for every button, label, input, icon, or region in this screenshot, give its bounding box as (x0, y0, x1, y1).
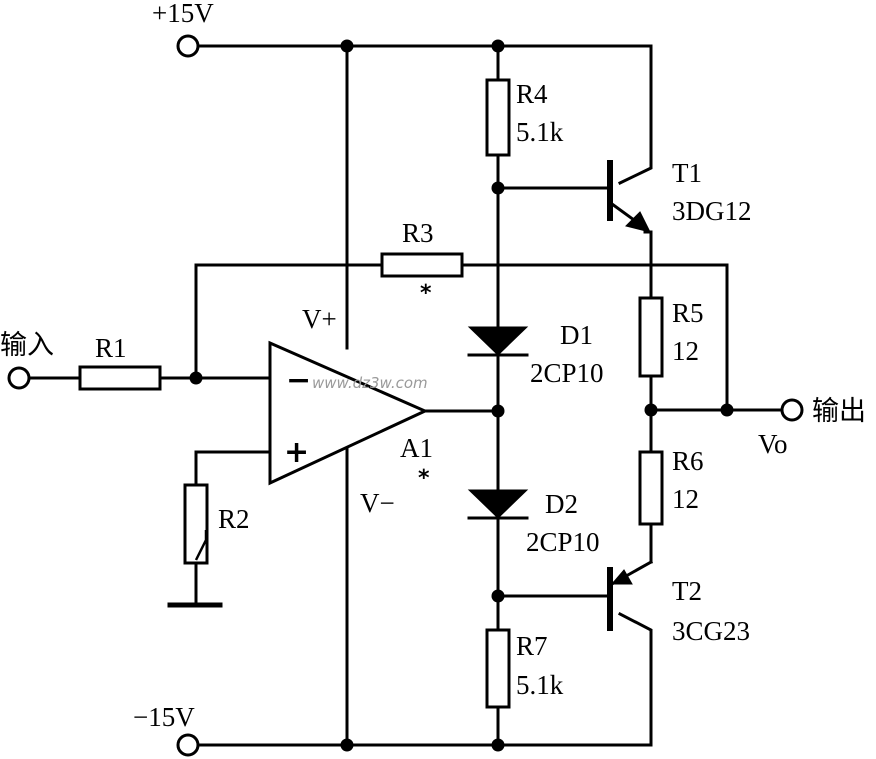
input-label: 输入 (0, 330, 54, 360)
r5-value: 12 (672, 336, 699, 366)
t2-type: 3CG23 (672, 616, 750, 646)
opamp-inverting-sign: − (286, 363, 311, 398)
r7-value: 5.1k (516, 670, 564, 700)
d2-label: D2 (545, 489, 578, 519)
opamp-vminus-label: V− (360, 488, 395, 518)
output-voltage-label: Vo (758, 429, 788, 459)
resistor-r4 (485, 78, 511, 157)
resistor-r1 (78, 365, 162, 391)
input-terminal (7, 366, 31, 390)
opamp-vplus-label: V+ (302, 304, 337, 334)
r3-marker: * (420, 281, 432, 306)
diode-d2 (467, 489, 529, 520)
d1-type: 2CP10 (530, 358, 604, 388)
resistor-r5 (638, 296, 664, 378)
positive-supply-label: +15V (152, 0, 214, 28)
d1-label: D1 (560, 320, 593, 350)
r4-value: 5.1k (516, 117, 564, 147)
t1-type: 3DG12 (672, 196, 752, 226)
resistor-r6 (638, 450, 664, 526)
r3-label: R3 (402, 218, 434, 248)
r6-label: R6 (672, 446, 704, 476)
watermark: www.dz3w.com (312, 374, 428, 392)
negative-supply-label: −15V (133, 702, 195, 732)
t1-label: T1 (672, 158, 702, 188)
potentiometer-r2 (183, 483, 209, 565)
opamp-noninverting-sign: + (284, 435, 309, 470)
r6-value: 12 (672, 484, 699, 514)
diode-d1 (467, 326, 529, 357)
wires (28, 44, 783, 747)
junction-dots (189, 39, 734, 752)
resistor-r7 (485, 628, 511, 709)
opamp-a1 (268, 340, 429, 486)
negative-supply-terminal (176, 733, 200, 757)
r7-label: R7 (516, 631, 548, 661)
output-label: 输出 (812, 396, 866, 426)
opamp-label: A1 (400, 433, 433, 463)
transistor-t2 (607, 559, 654, 631)
resistor-r3 (380, 252, 464, 278)
t2-label: T2 (672, 576, 702, 606)
output-terminal (780, 398, 804, 422)
r1-label: R1 (95, 333, 127, 363)
r4-label: R4 (516, 79, 548, 109)
r5-label: R5 (672, 298, 704, 328)
r2-label: R2 (218, 504, 250, 534)
opamp-marker: * (418, 466, 430, 491)
transistor-t1 (607, 160, 653, 234)
positive-supply-terminal (176, 34, 200, 58)
d2-type: 2CP10 (526, 527, 600, 557)
